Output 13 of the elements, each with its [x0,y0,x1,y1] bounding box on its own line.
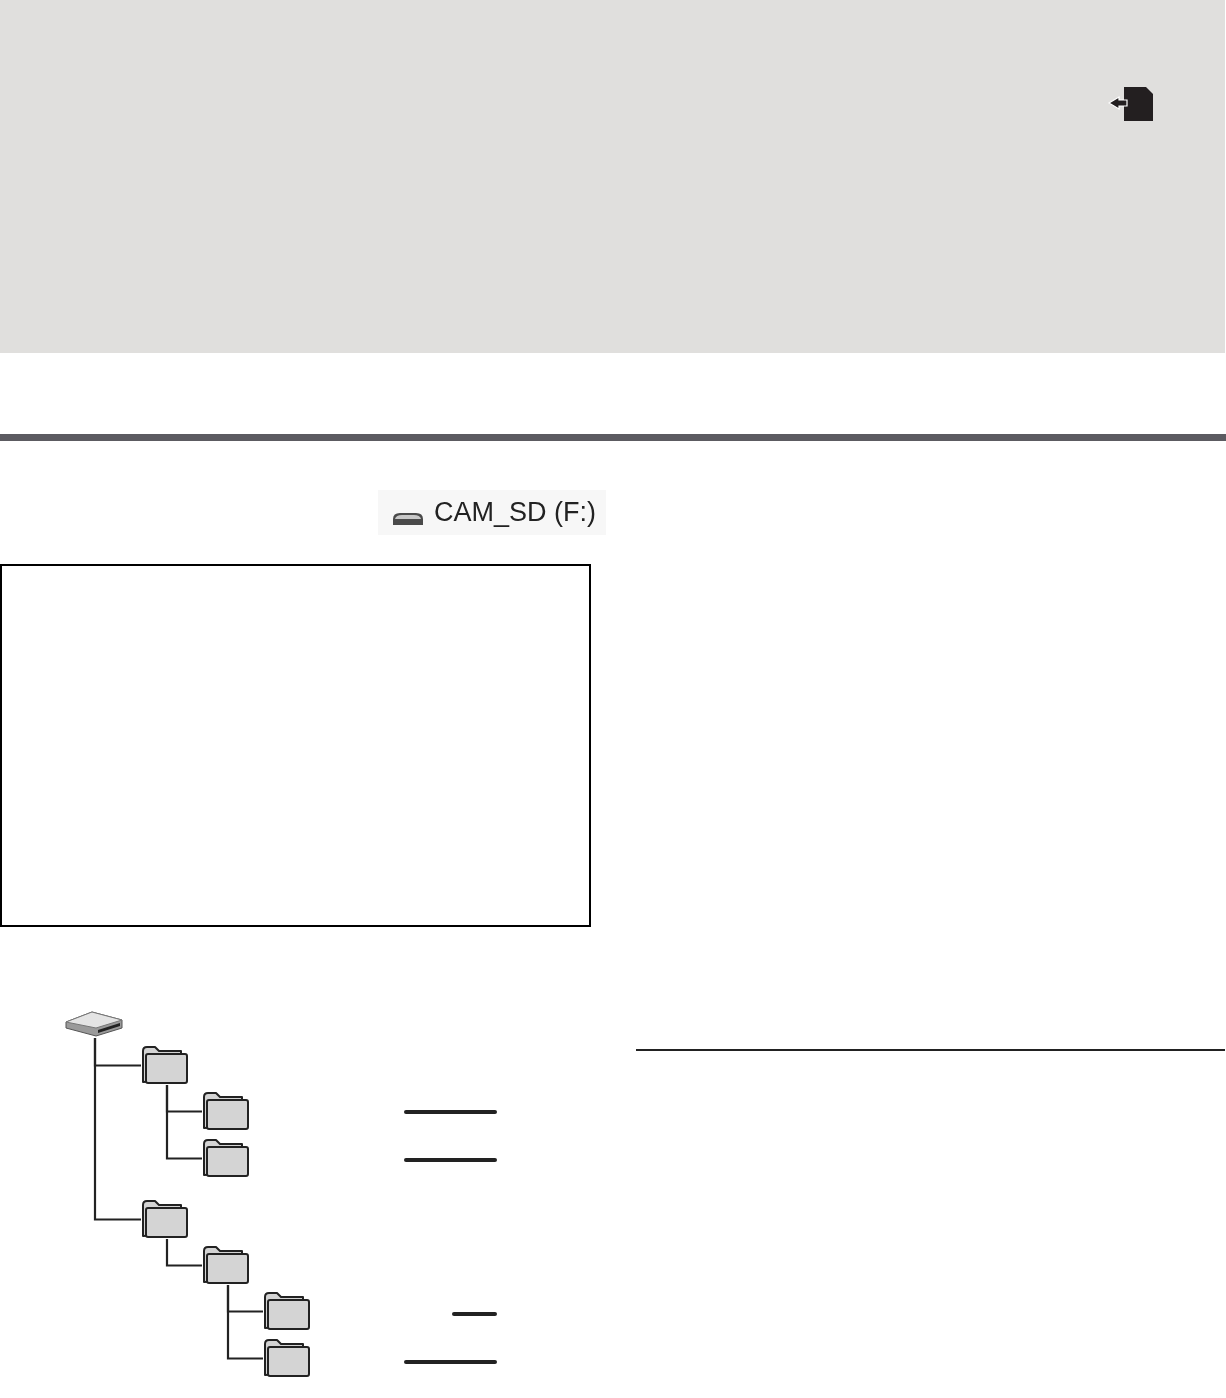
drive-icon [64,1010,124,1038]
folder-icon [202,1139,250,1178]
folder-icon [141,1200,189,1239]
folder-icon [202,1246,250,1285]
folder-icon [263,1292,311,1331]
tree-line [226,1285,263,1360]
folder-icon [263,1339,311,1378]
folder-icon [141,1046,189,1085]
tree-line [165,1085,202,1160]
drive-label: CAM_SD (F:) [378,490,606,535]
folder-icon [202,1092,250,1131]
tree-line [93,1038,141,1221]
tree-line [165,1239,202,1267]
